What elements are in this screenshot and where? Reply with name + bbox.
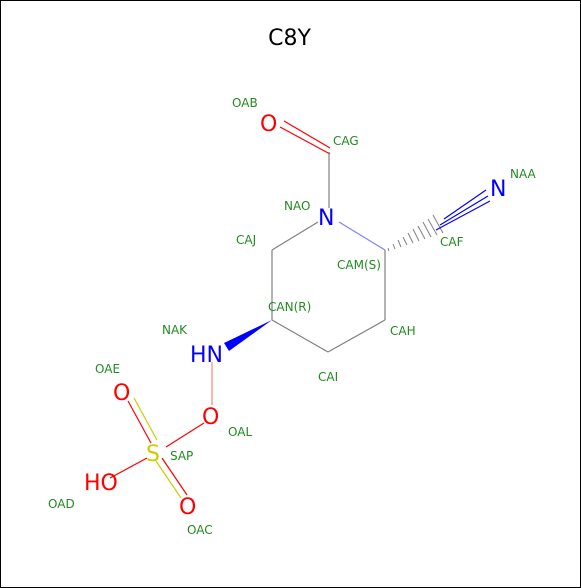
- bond-cam-caf-hashed: [387, 214, 444, 252]
- label-naa: NAA: [510, 167, 537, 181]
- atom-symbols: O N N HN O O S HO O: [84, 112, 506, 520]
- atom-labels: OAB CAG NAA NAO CAJ CAF CAM(S) CAN(R) NA…: [48, 96, 537, 537]
- bond-caf-naa-3: [435, 200, 491, 231]
- bond-sap-oad: [109, 457, 148, 479]
- label-cam: CAM(S): [337, 258, 381, 272]
- bond-caf-naa-1: [439, 195, 489, 226]
- bond-oab-cag: [279, 126, 331, 155]
- bonds: [109, 120, 491, 499]
- diagram-title: C8Y: [268, 26, 311, 51]
- label-oab: OAB: [232, 96, 258, 110]
- atom-ho: HO: [84, 471, 118, 496]
- atom-s: S: [146, 442, 160, 467]
- bond-cah-cai: [327, 319, 386, 353]
- label-cai: CAI: [318, 370, 338, 384]
- atom-o-sulfonyl-top: O: [113, 381, 130, 406]
- bond-oal-sap: [165, 422, 205, 448]
- label-cag: CAG: [333, 134, 359, 148]
- bond-sap-oae-1: [127, 400, 152, 444]
- label-can: CAN(R): [268, 300, 311, 314]
- bond-caf-naa-2: [443, 189, 487, 220]
- bond-nao-cam: [338, 221, 386, 251]
- atom-hn: HN: [190, 343, 223, 368]
- label-oae: OAE: [95, 362, 120, 376]
- bond-sap-oae-2: [133, 397, 158, 441]
- atom-o-carbonyl: O: [260, 112, 277, 137]
- label-caf: CAF: [440, 235, 464, 249]
- bond-oab-cag-2: [283, 120, 331, 149]
- atom-o-sulfonyl-bottom: O: [179, 495, 196, 520]
- bond-sap-oac-1: [155, 460, 182, 499]
- label-sap: SAP: [170, 449, 193, 463]
- bond-can-nak-wedge: [224, 320, 272, 351]
- bond-nao-caj: [271, 221, 319, 251]
- atom-n-nitrile: N: [490, 177, 506, 202]
- atom-o-link: O: [202, 405, 219, 430]
- label-nao: NAO: [284, 199, 310, 213]
- label-oad: OAD: [48, 497, 75, 511]
- atom-n-ring: N: [318, 206, 334, 231]
- label-oac: OAC: [187, 523, 213, 537]
- label-caj: CAJ: [236, 233, 256, 247]
- label-nak: NAK: [162, 323, 188, 337]
- label-oal: OAL: [228, 425, 252, 439]
- bond-sap-oac-2: [161, 457, 188, 496]
- label-cah: CAH: [390, 324, 416, 338]
- bond-cai-can: [271, 319, 329, 353]
